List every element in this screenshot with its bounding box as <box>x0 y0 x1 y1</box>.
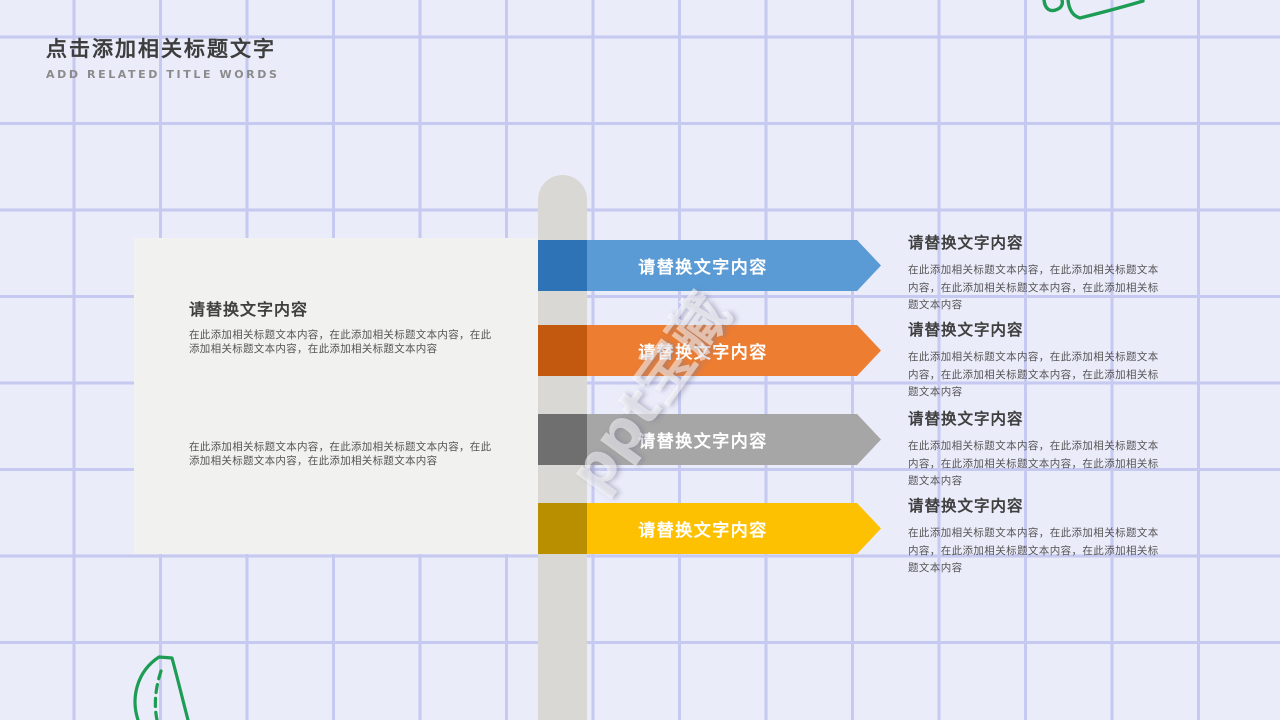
banner-arrow-orange[interactable]: 请替换文字内容 <box>538 325 881 376</box>
banner-dark-segment <box>538 325 587 376</box>
banner-label: 请替换文字内容 <box>638 343 768 363</box>
right-block-heading: 请替换文字内容 <box>908 321 1024 339</box>
banner-label: 请替换文字内容 <box>638 521 768 541</box>
banner-arrow-gray[interactable]: 请替换文字内容 <box>538 414 881 465</box>
right-text-block[interactable]: 请替换文字内容 在此添加相关标题文本内容，在此添加相关标题文本内容，在此添加相关… <box>908 318 1168 402</box>
banner-dark-segment <box>538 503 587 554</box>
left-text-panel[interactable]: 请替换文字内容 在此添加相关标题文本内容，在此添加相关标题文本内容，在此添加相关… <box>134 238 538 554</box>
banner-light-segment <box>587 325 881 376</box>
banner-dark-segment <box>538 414 587 465</box>
banner-arrow-yellow[interactable]: 请替换文字内容 <box>538 503 881 554</box>
title-block: 点击添加相关标题文字 ADD RELATED TITLE WORDS <box>46 36 280 81</box>
right-text-block[interactable]: 请替换文字内容 在此添加相关标题文本内容，在此添加相关标题文本内容，在此添加相关… <box>908 407 1168 491</box>
paper-plane-doodle-top <box>1042 0 1145 20</box>
right-block-body: 在此添加相关标题文本内容，在此添加相关标题文本内容，在此添加相关标题文本内容，在… <box>908 264 1159 312</box>
right-block-heading: 请替换文字内容 <box>908 234 1024 252</box>
banner-arrow-blue[interactable]: 请替换文字内容 <box>538 240 881 291</box>
left-panel-paragraph: 在此添加相关标题文本内容，在此添加相关标题文本内容，在此添加相关标题文本内容，在… <box>189 441 492 468</box>
banner-light-segment <box>587 503 881 554</box>
right-text-block[interactable]: 请替换文字内容 在此添加相关标题文本内容，在此添加相关标题文本内容，在此添加相关… <box>908 231 1168 315</box>
right-block-body: 在此添加相关标题文本内容，在此添加相关标题文本内容，在此添加相关标题文本内容，在… <box>908 351 1159 399</box>
banner-light-segment <box>587 240 881 291</box>
left-panel-paragraph: 在此添加相关标题文本内容，在此添加相关标题文本内容，在此添加相关标题文本内容，在… <box>189 329 492 356</box>
banner-light-segment <box>587 414 881 465</box>
right-block-body: 在此添加相关标题文本内容，在此添加相关标题文本内容，在此添加相关标题文本内容，在… <box>908 527 1159 575</box>
right-block-body: 在此添加相关标题文本内容，在此添加相关标题文本内容，在此添加相关标题文本内容，在… <box>908 440 1159 488</box>
left-panel-heading: 请替换文字内容 <box>189 300 309 319</box>
paper-plane-doodle-bottom <box>133 655 190 720</box>
banner-label: 请替换文字内容 <box>638 432 768 452</box>
page-subtitle: ADD RELATED TITLE WORDS <box>46 68 280 82</box>
banner-dark-segment <box>538 240 587 291</box>
banner-label: 请替换文字内容 <box>638 258 768 278</box>
page-title: 点击添加相关标题文字 <box>46 37 276 61</box>
right-block-heading: 请替换文字内容 <box>908 410 1024 428</box>
right-text-block[interactable]: 请替换文字内容 在此添加相关标题文本内容，在此添加相关标题文本内容，在此添加相关… <box>908 494 1168 578</box>
right-block-heading: 请替换文字内容 <box>908 497 1024 515</box>
